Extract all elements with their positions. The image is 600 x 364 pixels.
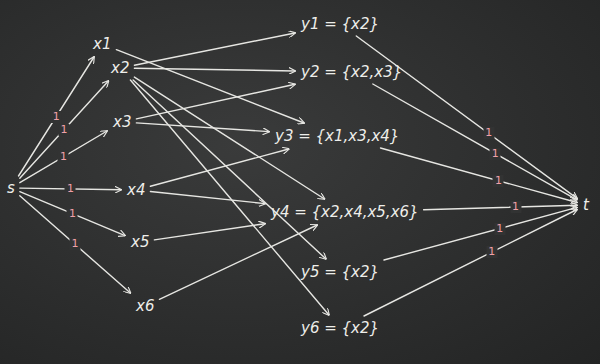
flow-edge	[134, 68, 295, 71]
flow-edge	[356, 36, 577, 198]
graph-node: s	[4, 178, 18, 198]
flow-edge	[424, 205, 577, 209]
capacity-label: 1	[483, 127, 494, 139]
flow-edge	[19, 57, 95, 176]
flow-edge	[150, 192, 265, 204]
capacity-label: 1	[59, 124, 70, 136]
capacity-label: 1	[70, 238, 81, 250]
graph-node: y3 = {x1,x3,x4}	[272, 126, 402, 146]
graph-node: x1	[90, 34, 114, 54]
graph-node: y2 = {x2,x3}	[298, 62, 405, 82]
node-label: y3 = {x1,x3,x4}	[275, 127, 399, 145]
graph-node: t	[580, 195, 592, 215]
capacity-label: 1	[51, 111, 62, 123]
graph-node: x2	[108, 58, 132, 78]
node-label: x3	[113, 113, 131, 131]
flow-edge	[20, 131, 107, 183]
graph-node: x5	[128, 232, 152, 252]
flow-edge	[20, 192, 125, 236]
flow-edge	[373, 84, 577, 200]
node-label: x5	[131, 233, 149, 251]
node-label: s	[7, 179, 15, 197]
graph-node: y1 = {x2}	[298, 14, 382, 34]
graph-node: y6 = {x2}	[298, 318, 382, 338]
capacity-label: 1	[494, 223, 505, 235]
node-label: y4 = {x2,x4,x5,x6}	[271, 203, 419, 221]
flow-edge	[364, 210, 577, 317]
node-label: x4	[127, 181, 145, 199]
node-label: x2	[111, 59, 129, 77]
flow-edge	[20, 81, 109, 178]
flow-edge	[159, 225, 317, 299]
capacity-label: 1	[510, 201, 521, 213]
capacity-label: 1	[490, 148, 501, 160]
graph-node: y4 = {x2,x4,x5,x6}	[268, 202, 422, 222]
flow-edge	[154, 224, 265, 240]
node-label: x1	[93, 35, 111, 53]
flow-edge	[116, 50, 304, 123]
flow-edge	[136, 84, 295, 119]
capacity-label: 1	[486, 246, 497, 258]
graph-node: x3	[110, 112, 134, 132]
graph-node: x4	[124, 180, 148, 200]
flow-edge	[150, 149, 288, 186]
node-label: t	[583, 196, 589, 214]
flow-edge	[381, 148, 578, 203]
node-label: y5 = {x2}	[301, 263, 379, 281]
graph-node: y5 = {x2}	[298, 262, 382, 282]
capacity-label: 1	[65, 183, 76, 195]
flow-edge	[20, 196, 131, 293]
graph-node: x6	[133, 296, 157, 316]
capacity-label: 1	[493, 175, 504, 187]
capacity-label: 1	[67, 208, 78, 220]
node-label: y2 = {x2,x3}	[301, 63, 402, 81]
flow-edge	[136, 123, 269, 132]
node-label: x6	[136, 297, 154, 315]
node-label: y6 = {x2}	[301, 319, 379, 337]
node-label: y1 = {x2}	[301, 15, 379, 33]
flow-edge	[130, 80, 329, 315]
flow-edge	[134, 33, 295, 65]
capacity-label: 1	[58, 151, 69, 163]
flow-edge	[133, 80, 326, 259]
